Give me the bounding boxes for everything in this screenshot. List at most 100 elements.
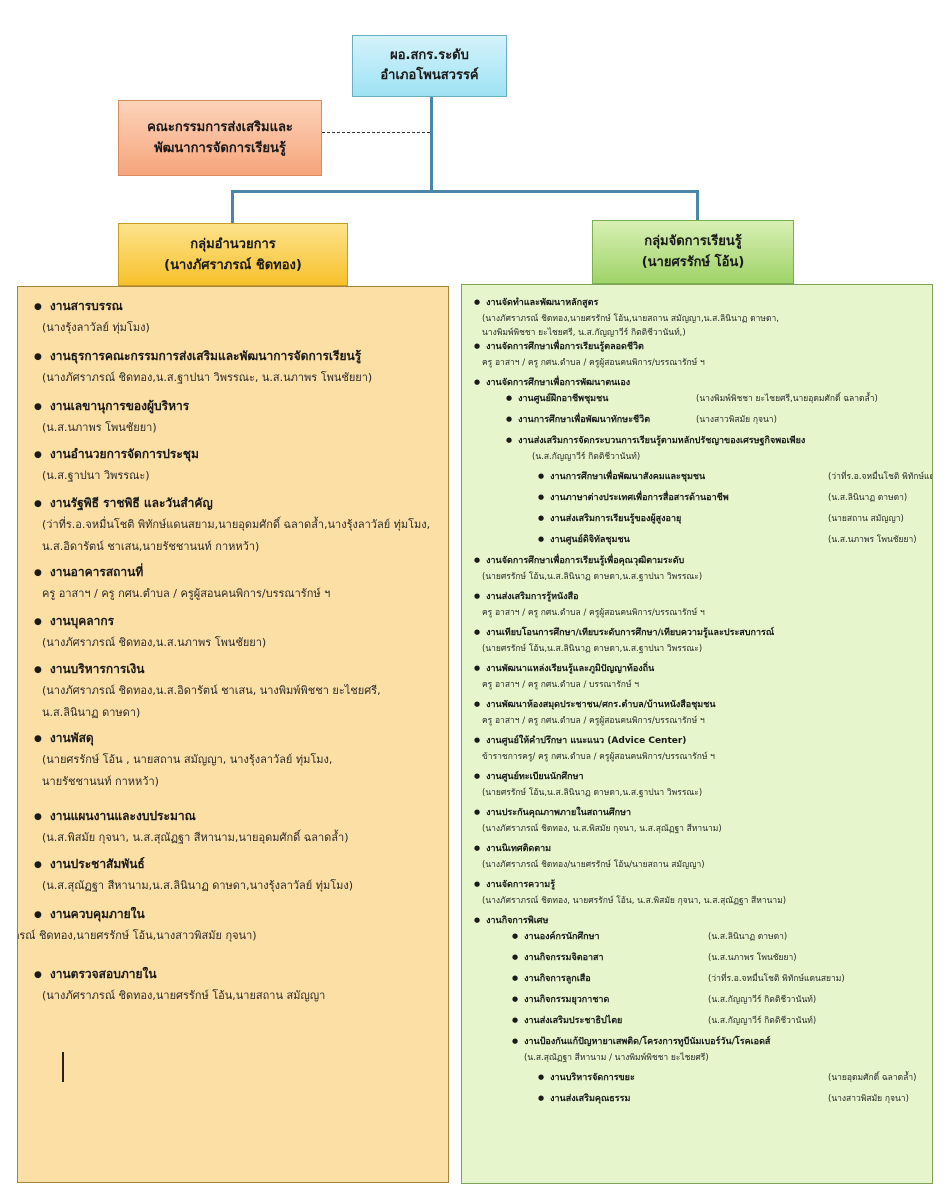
learning-task-title: งานประกันคุณภาพภายในสถานศึกษา — [474, 805, 631, 819]
learning-subtask: งานภาษาต่างประเทศเพื่อการสื่อสารด้านอาชี… — [538, 490, 907, 504]
learning-task-title-text: งานจัดทำและพัฒนาหลักสูตร — [486, 298, 599, 308]
admin-task-assignee: (นางภัศราภรณ์ ชิดทอง,น.ส.อิดารัตน์ ชาเสน… — [42, 684, 381, 697]
learning-subtask: งานส่งเสริมคุณธรรม (นางสาวพิสมัย กุจนา) — [538, 1091, 909, 1105]
learning-task-assignee: (นายศรรักษ์ โอ้น,น.ส.ลินินาฏ ดาษดา,น.ส.ฐ… — [482, 644, 703, 654]
learning-task-title: งานจัดทำและพัฒนาหลักสูตร — [474, 295, 598, 309]
learning-subtask-assignee: (น.ส.ลินินาฏ ดาษดา) — [708, 932, 788, 942]
learning-subtask-title: งานศูนย์ดิจิทัลชุมชน — [550, 535, 630, 545]
learning-subtask: งานส่งเสริมการจัดกระบวนการเรียนรู้ตามหลั… — [506, 433, 805, 447]
admin-task-title: งานแผนงานและงบประมาณ — [34, 807, 196, 826]
learning-task-title-text: งานนิเทศติดตาม — [486, 844, 552, 854]
learning-subtask-title: งานส่งเสริมคุณธรรม — [550, 1094, 631, 1104]
learning-task-title-text: งานศูนย์ทะเบียนนักศึกษา — [486, 772, 584, 782]
learning-subtask-title: งานองค์กรนักศึกษา — [524, 932, 600, 942]
learning-subtask-title: งานศูนย์ฝึกอาชีพชุมชน — [518, 394, 609, 404]
learning-subtask-assignee: (น.ส.นภาพร โพนชัยยา) — [708, 953, 797, 963]
learning-subtask-title: งานส่งเสริมการจัดกระบวนการเรียนรู้ตามหลั… — [518, 436, 806, 446]
text-cursor — [62, 1052, 64, 1082]
director-line2: อำเภอโพนสวรรค์ — [380, 68, 479, 83]
learning-group-head: (นายศรรักษ์ โอ้น) — [641, 255, 745, 270]
learning-task-title: งานศูนย์ทะเบียนนักศึกษา — [474, 769, 584, 783]
learning-task-title: งานจัดการศึกษาเพื่อการพัฒนาตนเอง — [474, 375, 630, 389]
learning-task-title-text: งานจัดการศึกษาเพื่อการเรียนรู้เพื่อคุณวุ… — [486, 556, 685, 566]
admin-task-title: งานบุคลากร — [34, 612, 114, 631]
admin-task-assignee: (น.ส.พิสมัย กุจนา, น.ส.สุณัฏฐา สีหานาม,น… — [42, 831, 349, 844]
learning-subtask: งานการศึกษาเพื่อพัฒนาสังคมและชุมชน (ว่าที… — [538, 469, 932, 483]
learning-task-title-text: งานเทียบโอนการศึกษา/เทียบระดับการศึกษา/เ… — [486, 628, 775, 638]
learning-task-title-text: งานประกันคุณภาพภายในสถานศึกษา — [486, 808, 632, 818]
learning-subtask-assignee: (นายสถาน สมัญญา) — [828, 514, 904, 524]
committee-line2: พัฒนาการจัดการเรียนรู้ — [154, 141, 286, 156]
learning-subtask-title: งานกิจการลูกเสือ — [524, 974, 591, 984]
learning-task-assignee: (นายศรรักษ์ โอ้น,น.ส.ลินินาฏ ดาษดา,น.ส.ฐ… — [482, 572, 703, 582]
learning-subtask-title: งานการศึกษาเพื่อพัฒนาสังคมและชุมชน — [550, 472, 706, 482]
learning-subtask-assignee: (นางพิมพ์พิชชา ยะไชยศรี,นายอุดมศักดิ์ ฉล… — [696, 394, 878, 404]
learning-task-title: งานเทียบโอนการศึกษา/เทียบระดับการศึกษา/เ… — [474, 625, 774, 639]
learning-subtask: งานส่งเสริมการเรียนรู้ของผู้สูงอายุ(นายส… — [538, 511, 904, 525]
learning-subtask: งานกิจกรรมจิตอาสา (น.ส.นภาพร โพนชัยยา) — [512, 950, 796, 964]
admin-task-assignee: ราภรณ์ ชิดทอง,นายศรรักษ์ โอ้น,นางสาวพิสม… — [17, 929, 257, 942]
learning-task-assignee: นางพิมพ์พิชชา ยะไชยศรี, น.ส.กัญญาวีร์ กิ… — [482, 328, 686, 338]
admin-task-title: งานรัฐพิธี ราชพิธี และวันสำคัญ — [34, 494, 213, 513]
learning-task-title-text: งานกิจการพิเศษ — [486, 916, 549, 926]
learning-task-assignee: ครู อาสาฯ / ครู กศน.ตำบล / ครูผู้สอนคนพิ… — [482, 716, 705, 726]
committee-box: คณะกรรมการส่งเสริมและ พัฒนาการจัดการเรีย… — [118, 100, 322, 176]
learning-subtask-title: งานกิจกรรมยุวกาชาด — [524, 995, 610, 1005]
admin-task-assignee: (นางภัศราภรณ์ ชิดทอง,น.ส.ฐาปนา วิพรรณะ, … — [42, 371, 373, 384]
learning-task-title: งานจัดการความรู้ — [474, 877, 555, 891]
learning-subtask-assignee: (ว่าที่ร.อ.จหมื่นโชติ พิทักษ์แดนสยาม) — [828, 472, 933, 482]
learning-task-title-text: งานพัฒนาห้องสมุดประชาชน/ศกร.ตำบล/บ้านหนั… — [486, 700, 716, 710]
admin-task-title: งานอำนวยการจัดการประชุม — [34, 445, 199, 464]
admin-task-assignee: (นางภัศราภรณ์ ชิดทอง,น.ส.นภาพร โพนชัยยา) — [42, 636, 267, 649]
learning-subtask-assignee: (นางสาวพิสมัย กุจนา) — [828, 1094, 909, 1104]
learning-task-assignee: (นางภัศราภรณ์ ชิดทอง/นายศรรักษ์ โอ้น/นาย… — [482, 860, 705, 870]
learning-task-title-text: งานจัดการความรู้ — [486, 880, 556, 890]
learning-subtask-title: งานกิจกรรมจิตอาสา — [524, 953, 604, 963]
admin-group-head: (นางภัศราภรณ์ ชิดทอง) — [164, 257, 302, 273]
learning-subtask-title: งานป้องกันแก้ปัญหายาเสพติด/โครงการทูบีนั… — [524, 1037, 771, 1047]
learning-task-title: งานกิจการพิเศษ — [474, 913, 548, 927]
connector-top-vertical — [430, 97, 433, 192]
committee-line1: คณะกรรมการส่งเสริมและ — [147, 120, 293, 135]
learning-subtask: งานส่งเสริมประชาธิปไตย(น.ส.กัญญาวีร์ กิต… — [512, 1013, 816, 1027]
admin-group-title: กลุ่มอำนวยการ — [190, 236, 276, 252]
director-line1: ผอ.สกร.ระดับ — [390, 48, 469, 63]
learning-subtask: งานป้องกันแก้ปัญหายาเสพติด/โครงการทูบีนั… — [512, 1034, 770, 1048]
admin-task-title: งานอาคารสถานที่ — [34, 563, 143, 582]
learning-subtask: งานกิจการลูกเสือ(ว่าที่ร.อ.จหมื่นโชติ พิ… — [512, 971, 845, 985]
learning-task-assignee: (นายศรรักษ์ โอ้น,น.ส.ลินินาฏ ดาษดา,น.ส.ฐ… — [482, 788, 703, 798]
admin-task-assignee: (นางภัศราภรณ์ ชิดทอง,นายศรรักษ์ โอ้น,นาย… — [42, 989, 326, 1002]
learning-subtask-assignee: (นางสาวพิสมัย กุจนา) — [696, 415, 777, 425]
admin-group-header: กลุ่มอำนวยการ (นางภัศราภรณ์ ชิดทอง) — [118, 223, 348, 286]
admin-task-assignee: (น.ส.สุณัฏฐา สีหานาม,น.ส.ลินินาฏ ดาษดา,น… — [42, 879, 354, 892]
learning-task-assignee: (น.ส.กัญญาวีร์ กิตติชีวานันท์) — [532, 452, 641, 462]
learning-task-title: งานส่งเสริมการรู้หนังสือ — [474, 589, 578, 603]
admin-task-panel: งานสารบรรณ(นางรุ้งลาวัลย์ ทุ่มโมง)งานธุร… — [17, 286, 449, 1183]
learning-task-title-text: งานจัดการศึกษาเพื่อการพัฒนาตนเอง — [486, 378, 631, 388]
learning-subtask-assignee: (น.ส.นภาพร โพนชัยยา) — [828, 535, 917, 545]
learning-group-header: กลุ่มจัดการเรียนรู้ (นายศรรักษ์ โอ้น) — [592, 220, 794, 284]
learning-task-assignee: ครู อาสาฯ / ครู กศน.ตำบล / ครูผู้สอนคนพิ… — [482, 608, 705, 618]
committee-dashed-connector — [322, 132, 430, 133]
learning-subtask-title: งานการศึกษาเพื่อพัฒนาทักษะชีวิต — [518, 415, 651, 425]
learning-task-title-text: งานจัดการศึกษาเพื่อการเรียนรู้ตลอดชีวิต — [486, 342, 644, 352]
learning-task-title: งานจัดการศึกษาเพื่อการเรียนรู้ตลอดชีวิต — [474, 339, 644, 353]
admin-task-assignee: (ว่าที่ร.อ.จหมื่นโชติ พิทักษ์แดนสยาม,นาย… — [42, 518, 431, 531]
learning-task-title: งานพัฒนาแหล่งเรียนรู้และภูมิปัญญาท้องถิ่… — [474, 661, 654, 675]
admin-task-title: งานบริหารการเงิน — [34, 660, 145, 679]
learning-subtask: งานกิจกรรมยุวกาชาด(น.ส.กัญญาวีร์ กิตติชี… — [512, 992, 816, 1006]
learning-task-assignee: (นางภัศราภรณ์ ชิดทอง,นายศรรักษ์ โอ้น,นาย… — [482, 314, 779, 324]
learning-task-title: งานพัฒนาห้องสมุดประชาชน/ศกร.ตำบล/บ้านหนั… — [474, 697, 716, 711]
learning-task-assignee: (นางภัศราภรณ์ ชิดทอง, น.ส.พิสมัย กุจนา, … — [482, 824, 722, 834]
connector-right-drop — [696, 190, 699, 221]
learning-task-assignee: (นางภัศราภรณ์ ชิดทอง, นายศรรักษ์ โอ้น, น… — [482, 896, 787, 906]
admin-task-title: งานธุรการคณะกรรมการส่งเสริมและพัฒนาการจั… — [34, 347, 361, 366]
learning-subtask-title: งานบริหารจัดการขยะ — [550, 1073, 635, 1083]
admin-task-title: งานประชาสัมพันธ์ — [34, 855, 145, 874]
admin-task-assignee: น.ส.อิดารัตน์ ชาเสน,นายรัชชานนท์ กาหหว้า… — [42, 540, 260, 553]
director-box: ผอ.สกร.ระดับ อำเภอโพนสวรรค์ — [352, 35, 507, 97]
learning-subtask: งานบริหารจัดการขยะ(นายอุดมศักดิ์ ฉลาดล้ำ… — [538, 1070, 916, 1084]
learning-task-title-text: งานส่งเสริมการรู้หนังสือ — [486, 592, 579, 602]
admin-task-assignee: (น.ส.ฐาปนา วิพรรณะ) — [42, 469, 150, 482]
admin-task-assignee: (นางรุ้งลาวัลย์ ทุ่มโมง) — [42, 321, 150, 334]
